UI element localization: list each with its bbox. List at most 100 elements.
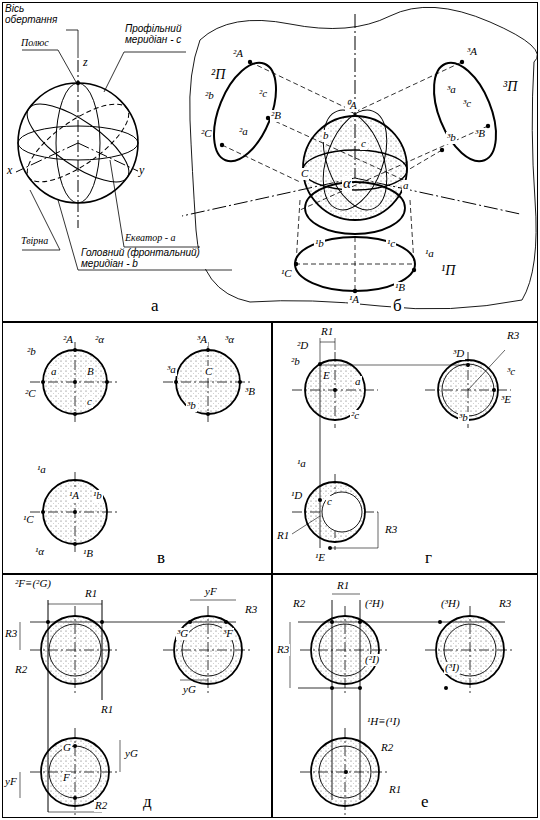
- point-label: ¹b: [92, 490, 103, 502]
- point-label: ³a: [446, 84, 457, 96]
- point-label: E: [322, 370, 331, 382]
- point-label: R1: [320, 326, 334, 338]
- point-label: ¹П: [440, 264, 456, 279]
- point-label: ³D: [452, 348, 465, 360]
- point-label: ²b: [290, 356, 301, 368]
- point-label: ³B: [244, 386, 256, 398]
- point-label: ¹B: [82, 548, 94, 560]
- panel-caption: г: [423, 549, 434, 568]
- point-label: R2: [14, 664, 28, 676]
- point-label: R3: [4, 628, 18, 640]
- point-label: R2: [292, 598, 306, 610]
- panel-caption: д: [141, 793, 154, 812]
- point-label: ¹H≡(¹I): [366, 716, 401, 728]
- point-label: ¹c: [386, 238, 396, 250]
- point-label: ²c: [258, 88, 268, 100]
- point-label: (³I): [444, 662, 460, 674]
- point-label: R3: [498, 598, 512, 610]
- point-label: c: [360, 138, 367, 150]
- point-label: ¹a: [36, 464, 47, 476]
- point-label: ²b: [204, 90, 215, 102]
- panel-frame: аб: [2, 2, 538, 322]
- point-label: G: [62, 742, 72, 754]
- point-label: ¹B: [394, 282, 406, 294]
- point-label: ²B: [270, 110, 282, 122]
- point-label: R2: [380, 742, 394, 754]
- point-label: ³b: [186, 400, 197, 412]
- part-name: Головний (фронтальний) меридіан - b: [80, 248, 232, 269]
- point-label: y: [138, 164, 145, 177]
- point-label: ³α: [224, 334, 235, 346]
- point-label: ¹C: [22, 514, 35, 526]
- point-label: yG: [124, 748, 139, 760]
- point-label: ²A: [62, 334, 74, 346]
- point-label: ³b: [446, 132, 457, 144]
- point-label: R1: [336, 580, 350, 592]
- point-label: R3: [244, 604, 258, 616]
- point-label: ³F: [222, 628, 234, 640]
- point-label: ³A: [466, 46, 478, 58]
- panel-frame: в: [2, 322, 272, 574]
- point-label: z: [82, 56, 89, 69]
- point-label: B: [86, 366, 95, 378]
- point-label: ¹a: [424, 248, 435, 260]
- point-label: ²C: [200, 128, 213, 140]
- point-label: ²D: [296, 340, 309, 352]
- point-label: ³A: [196, 334, 208, 346]
- point-label: c: [86, 396, 93, 408]
- point-label: a: [402, 180, 410, 192]
- point-label: C: [204, 366, 213, 378]
- point-label: ³G: [176, 628, 189, 640]
- point-label: ²A: [232, 48, 244, 60]
- point-label: ³a: [166, 364, 177, 376]
- point-label: ¹A: [348, 294, 360, 306]
- panel-caption: в: [155, 549, 167, 568]
- point-label: R3: [276, 644, 290, 656]
- part-name: Профільний меридіан - с: [124, 24, 188, 45]
- point-label: (²H): [364, 598, 385, 610]
- point-label: ²a: [238, 126, 249, 138]
- point-label: R3: [506, 330, 520, 342]
- point-label: ¹D: [290, 490, 303, 502]
- panel-caption: а: [149, 297, 161, 316]
- point-label: R2: [94, 800, 108, 812]
- point-label: ³E: [500, 394, 512, 406]
- point-label: ³П: [502, 80, 518, 95]
- point-label: R1: [276, 530, 290, 542]
- point-label: R1: [388, 784, 402, 796]
- point-label: ⁰A: [345, 100, 358, 112]
- point-label: ¹b: [314, 238, 325, 250]
- point-label: F: [62, 772, 71, 784]
- panel-caption: б: [391, 297, 404, 316]
- point-label: yF: [204, 586, 218, 598]
- point-label: C: [300, 168, 309, 180]
- point-label: yG: [182, 684, 197, 696]
- point-label: ²C: [24, 388, 37, 400]
- point-label: Твірна: [20, 236, 49, 247]
- point-label: ²b: [26, 346, 37, 358]
- point-label: a: [50, 366, 58, 378]
- panel-frame: е: [272, 574, 538, 818]
- point-label: ²α: [94, 334, 105, 346]
- point-label: ¹C: [280, 268, 293, 280]
- point-label: R3: [384, 524, 398, 536]
- panel-frame: д: [2, 574, 272, 818]
- point-label: a: [354, 376, 362, 388]
- point-label: R1: [100, 704, 114, 716]
- point-label: ¹a: [296, 458, 307, 470]
- point-label: ¹A: [68, 490, 80, 502]
- point-label: α: [342, 176, 352, 192]
- panel-caption: е: [419, 793, 431, 812]
- point-label: ¹E: [314, 552, 326, 564]
- panel-frame: г: [272, 322, 538, 574]
- point-label: ²c: [350, 410, 360, 422]
- point-label: (²I): [364, 654, 380, 666]
- point-label: x: [6, 164, 13, 177]
- point-label: ³b: [458, 412, 469, 424]
- point-label: b: [322, 130, 330, 142]
- point-label: c: [326, 496, 333, 508]
- point-label: R1: [84, 588, 98, 600]
- point-label: ³c: [506, 366, 516, 378]
